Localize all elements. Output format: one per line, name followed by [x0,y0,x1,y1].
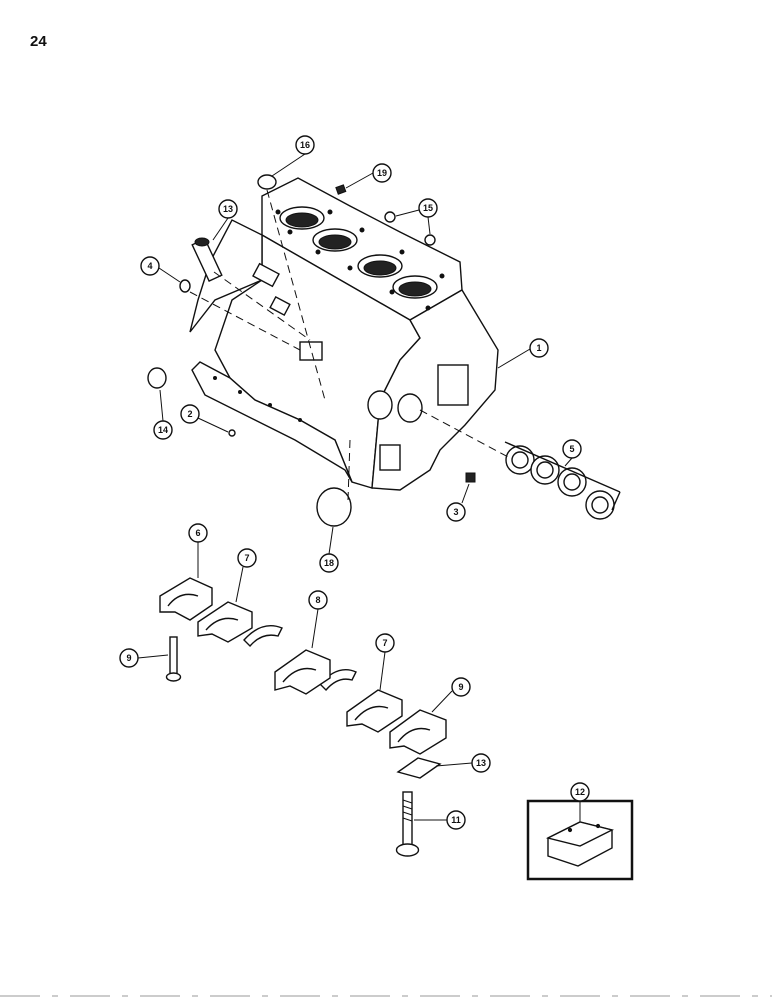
plug-15-b [424,234,436,246]
thrust-washer-a [243,625,283,648]
cylinder-block [189,177,499,491]
callout-16: 14 [158,425,168,435]
callout-1: 1 [536,343,541,353]
callout-8: 8 [315,595,320,605]
callout-13: 13 [223,204,233,214]
thrust-washer-b [319,669,357,692]
callout-4: 4 [147,261,152,271]
plug-16 [147,367,167,389]
plug-4 [179,279,191,293]
pipe-plug-19 [335,184,347,195]
callout-3: 3 [453,507,458,517]
callouts: 16 19 13 15 4 1 14 2 5 3 [119,135,590,830]
bolt-11 [395,791,420,857]
bearing-cap-8 [274,649,331,695]
callout-2: 2 [187,409,192,419]
callout-18: 18 [324,558,334,568]
plug-15-a [384,211,396,223]
callout-6: 6 [195,528,200,538]
callout-12: 12 [575,787,585,797]
bearing-cap-9-rear [389,709,447,755]
bolt-9 [165,636,182,682]
plug-18 [316,487,352,527]
camshaft-bushings-5 [505,445,615,520]
bearing-cap-6 [159,577,213,621]
callout-5: 5 [569,444,574,454]
expansion-plug-17 [257,174,277,190]
callout-11: 11 [451,815,461,825]
callout-7-bottom: 7 [382,638,387,648]
plate-14 [396,757,442,779]
dowel-tube-13 [191,237,223,283]
pipe-plug-3 [465,472,476,483]
page-number: 24 [30,33,47,50]
callout-14: 13 [476,758,486,768]
assembly-lines [189,189,621,511]
bearing-cap-7-b [346,689,403,733]
callout-19: 19 [377,168,387,178]
callout-17: 16 [300,140,310,150]
bearing-cap-7-a [197,601,253,643]
callout-9-right: 9 [458,682,463,692]
callout-9-left: 9 [126,653,131,663]
callout-15: 15 [423,203,433,213]
plug-2 [228,429,236,437]
callout-7-top: 7 [244,553,249,563]
